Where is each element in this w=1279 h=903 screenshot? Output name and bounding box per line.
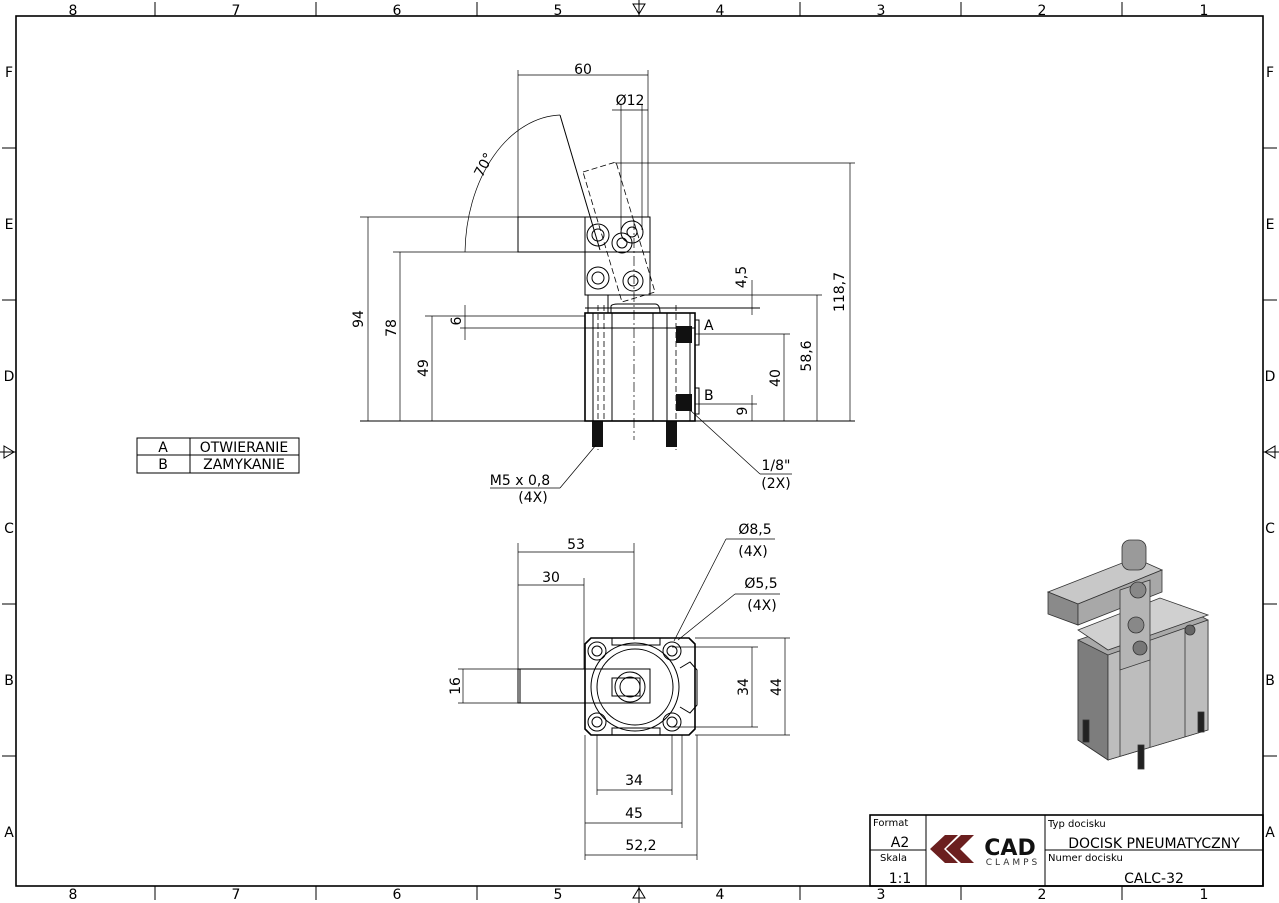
- dim-34-horizontal: 34: [625, 773, 643, 789]
- clamp-arm-top: [517, 668, 651, 704]
- front-view: A B: [351, 62, 855, 506]
- dim-58-6: 58,6: [799, 340, 815, 371]
- isometric-view: [1046, 539, 1210, 770]
- dim-30: 30: [542, 570, 560, 586]
- svg-text:6: 6: [393, 3, 402, 19]
- dim-16: 16: [448, 677, 464, 695]
- stud: [592, 421, 603, 447]
- link-block: [584, 216, 651, 296]
- dim-4-5: 4,5: [734, 266, 750, 288]
- dim-60: 60: [574, 62, 592, 78]
- thread-note-line1: M5 x 0,8: [490, 473, 550, 489]
- port-b-fitting: [676, 394, 692, 411]
- svg-text:F: F: [5, 65, 13, 81]
- dim-52-2: 52,2: [625, 838, 656, 854]
- svg-text:C: C: [1265, 521, 1275, 537]
- legend-key-b: B: [158, 457, 168, 473]
- svg-text:1: 1: [1200, 887, 1209, 903]
- thread-note-line2: (4X): [518, 490, 547, 506]
- svg-text:A: A: [4, 825, 14, 841]
- dim-44: 44: [769, 678, 785, 696]
- legend-key-a: A: [158, 440, 168, 456]
- dim-40: 40: [768, 369, 784, 387]
- svg-text:7: 7: [232, 887, 241, 903]
- svg-text:A: A: [1265, 825, 1275, 841]
- svg-text:D: D: [1265, 369, 1276, 385]
- zone-labels: 8 7 6 5 4 3 2 1 8 7 6 5 4 3 2 1 F E D C …: [4, 3, 1276, 903]
- pin-icons: [586, 220, 644, 292]
- port-note-line1: 1/8": [762, 458, 791, 474]
- svg-text:8: 8: [69, 3, 78, 19]
- cad-clamps-logo: CAD CLAMPS: [930, 835, 1041, 868]
- dim-118-7: 118,7: [832, 272, 848, 312]
- type-value: DOCISK PNEUMATYCZNY: [1068, 836, 1240, 852]
- dim-78: 78: [384, 319, 400, 337]
- port-a-fitting: [676, 326, 692, 343]
- svg-text:5: 5: [554, 3, 563, 19]
- svg-text:5: 5: [554, 887, 563, 903]
- hole-note-1-line1: Ø8,5: [738, 522, 771, 538]
- svg-text:D: D: [4, 369, 15, 385]
- svg-text:F: F: [1266, 65, 1274, 81]
- port-a-label: A: [704, 318, 714, 334]
- dim-34-vertical: 34: [736, 678, 752, 696]
- svg-text:4: 4: [716, 887, 725, 903]
- dim-angle-70: 70°: [472, 150, 498, 179]
- dim-9: 9: [735, 407, 751, 416]
- port-b-label: B: [704, 388, 714, 404]
- svg-text:4: 4: [716, 3, 725, 19]
- svg-text:2: 2: [1038, 887, 1047, 903]
- scale-value: 1:1: [889, 871, 912, 887]
- svg-text:3: 3: [877, 887, 886, 903]
- dim-45: 45: [625, 806, 643, 822]
- dim-49: 49: [416, 359, 432, 377]
- logo-subtext: CLAMPS: [986, 858, 1041, 868]
- hole-note-2-line1: Ø5,5: [744, 576, 777, 592]
- dim-6: 6: [449, 316, 465, 325]
- svg-text:1: 1: [1200, 3, 1209, 19]
- port-legend-table: A OTWIERANIE B ZAMYKANIE: [136, 437, 300, 474]
- number-label: Numer docisku: [1048, 853, 1123, 864]
- dim-dia-12: Ø12: [616, 93, 645, 109]
- svg-text:6: 6: [393, 887, 402, 903]
- type-label: Typ docisku: [1047, 819, 1106, 830]
- svg-text:B: B: [4, 673, 14, 689]
- dim-94: 94: [351, 310, 367, 328]
- legend-value-a: OTWIERANIE: [200, 440, 289, 456]
- clamp-arm: [517, 216, 651, 253]
- svg-text:E: E: [5, 217, 14, 233]
- bottom-view: 53 30 16 34 44 34 45 52,2 Ø8,5 (4X) Ø5,5…: [448, 522, 790, 860]
- legend-value-b: ZAMYKANIE: [203, 457, 285, 473]
- svg-text:8: 8: [69, 887, 78, 903]
- svg-text:7: 7: [232, 3, 241, 19]
- stud: [666, 421, 677, 447]
- format-label: Format: [873, 818, 908, 829]
- title-block: Format A2 Skala 1:1 CAD CLAMPS Typ docis…: [869, 814, 1264, 887]
- svg-text:C: C: [4, 521, 14, 537]
- format-value: A2: [891, 835, 909, 851]
- svg-text:2: 2: [1038, 3, 1047, 19]
- scale-label: Skala: [880, 853, 907, 864]
- svg-text:B: B: [1265, 673, 1275, 689]
- number-value: CALC-32: [1124, 871, 1184, 887]
- svg-text:E: E: [1266, 217, 1275, 233]
- hole-note-2-line2: (4X): [747, 598, 776, 614]
- hole-note-1-line2: (4X): [738, 544, 767, 560]
- logo-text: CAD: [984, 836, 1035, 861]
- port-note-line2: (2X): [761, 476, 790, 492]
- svg-text:3: 3: [877, 3, 886, 19]
- cylinder-outline: [584, 637, 696, 736]
- dim-53: 53: [567, 537, 585, 553]
